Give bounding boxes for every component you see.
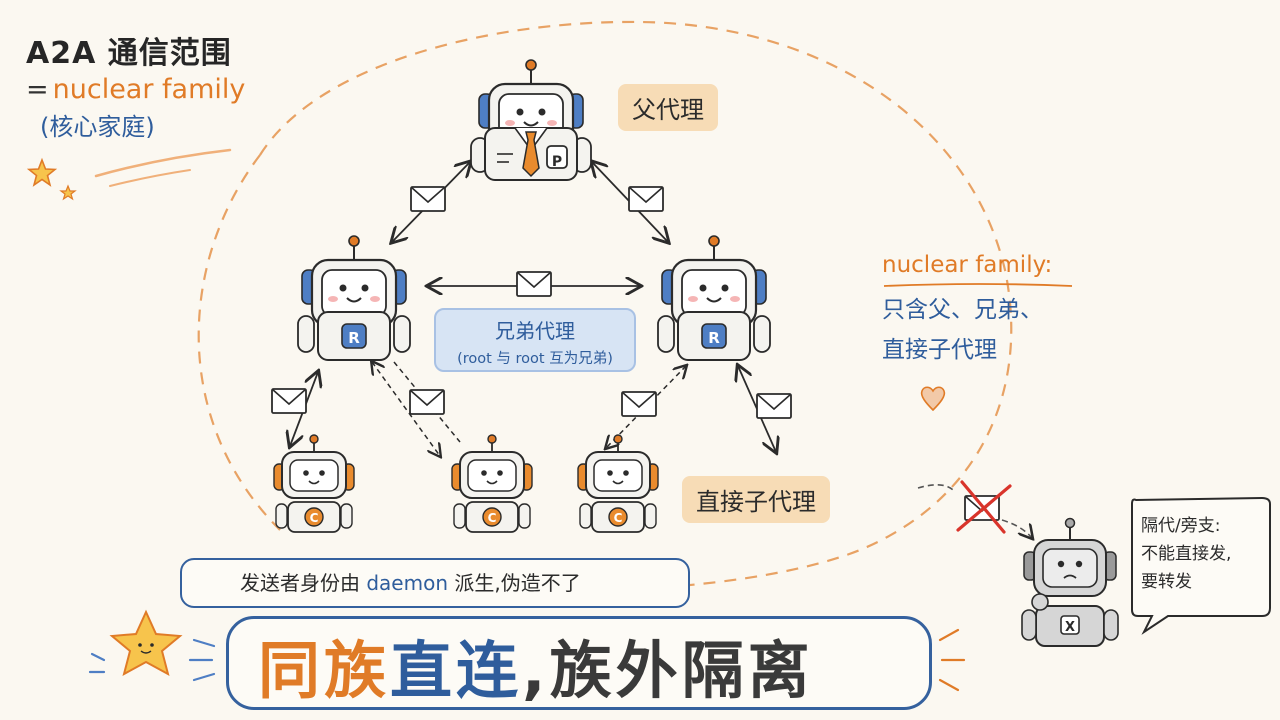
child-badge: C xyxy=(614,511,623,525)
title-nuclear-family: nuclear family xyxy=(52,74,246,105)
sparkle-lines-right xyxy=(938,628,966,692)
outsider-agent-robot xyxy=(1021,517,1119,647)
child-agent-robot xyxy=(451,434,533,533)
nuclear-note-line1: 只含父、兄弟、 xyxy=(882,297,1043,323)
slogan-part3: ,族外隔离 xyxy=(522,634,814,707)
nuclear-family-boundary xyxy=(197,20,1013,593)
child-badge: C xyxy=(488,511,497,525)
outsider-speech-bubble xyxy=(1131,496,1271,635)
link-root-right-child-2 xyxy=(738,366,792,452)
sibling-label-note: (root 与 root 互为兄弟) xyxy=(457,351,613,367)
title-block: A2A 通信范围 =nuclear family (核心家庭) xyxy=(26,28,276,142)
child-agent-robot xyxy=(273,434,355,533)
blocked-cross-icon xyxy=(956,480,1012,534)
smiling-star-icon xyxy=(109,609,183,676)
parent-agent-robot xyxy=(470,58,592,181)
link-outsider-blocked xyxy=(917,484,1032,538)
sibling-label-title: 兄弟代理 xyxy=(495,319,575,343)
title-subtitle: =nuclear family xyxy=(26,74,276,105)
slogan-part2: 直连 xyxy=(390,634,523,707)
nuclear-note-line2: 直接子代理 xyxy=(882,337,997,363)
slogan: 同族直连,族外隔离 xyxy=(258,620,814,710)
identity-keyword: daemon xyxy=(366,571,449,595)
root-badge-right: R xyxy=(708,329,720,347)
child-agent-robot xyxy=(577,434,659,533)
title-translation: (核心家庭) xyxy=(40,113,155,141)
link-root-left-child-1 xyxy=(271,372,318,446)
parent-badge: P xyxy=(552,154,562,170)
nuclear-note-underline xyxy=(883,283,1073,287)
identity-pill xyxy=(180,558,690,608)
heart-icon xyxy=(920,386,946,412)
small-star-icon xyxy=(59,184,77,201)
star-icon xyxy=(26,157,58,187)
slogan-part1: 同族 xyxy=(258,634,391,707)
identity-pill-text: 发送者身份由 daemon 派生,伪造不了 xyxy=(240,567,581,596)
title-swoosh xyxy=(94,148,232,178)
root-agent-robot-left xyxy=(297,234,411,361)
bubble-line1: 隔代/旁支: xyxy=(1141,516,1221,536)
sibling-agent-label: 兄弟代理 (root 与 root 互为兄弟) xyxy=(434,308,636,372)
link-root-root xyxy=(428,271,640,297)
child-agent-label: 直接子代理 xyxy=(682,476,830,523)
title-equals: = xyxy=(26,74,49,105)
parent-agent-label: 父代理 xyxy=(618,84,718,131)
outsider-badge: X xyxy=(1065,620,1075,635)
root-agent-robot-right xyxy=(657,234,771,361)
identity-prefix: 发送者身份由 xyxy=(240,571,360,595)
identity-suffix: 派生,伪造不了 xyxy=(454,571,581,595)
link-parent-root-right xyxy=(592,162,668,242)
sparkle-lines-left xyxy=(88,638,216,682)
root-badge-left: R xyxy=(348,329,360,347)
link-root-right-child-1 xyxy=(606,366,686,448)
bubble-line3: 要转发 xyxy=(1141,572,1192,592)
nuclear-family-note: nuclear family: 只含父、兄弟、 直接子代理 xyxy=(882,252,1102,364)
bubble-line2: 不能直接发, xyxy=(1141,544,1232,564)
child-badge: C xyxy=(310,511,319,525)
slogan-frame xyxy=(226,616,932,710)
outsider-bubble-text: 隔代/旁支: 不能直接发, 要转发 xyxy=(1141,512,1266,596)
title-swoosh-2 xyxy=(109,169,191,187)
page-title: A2A 通信范围 xyxy=(26,36,232,71)
link-parent-root-left xyxy=(392,162,470,242)
nuclear-note-title: nuclear family: xyxy=(882,252,1053,278)
link-root-left-child-2 xyxy=(372,362,461,456)
